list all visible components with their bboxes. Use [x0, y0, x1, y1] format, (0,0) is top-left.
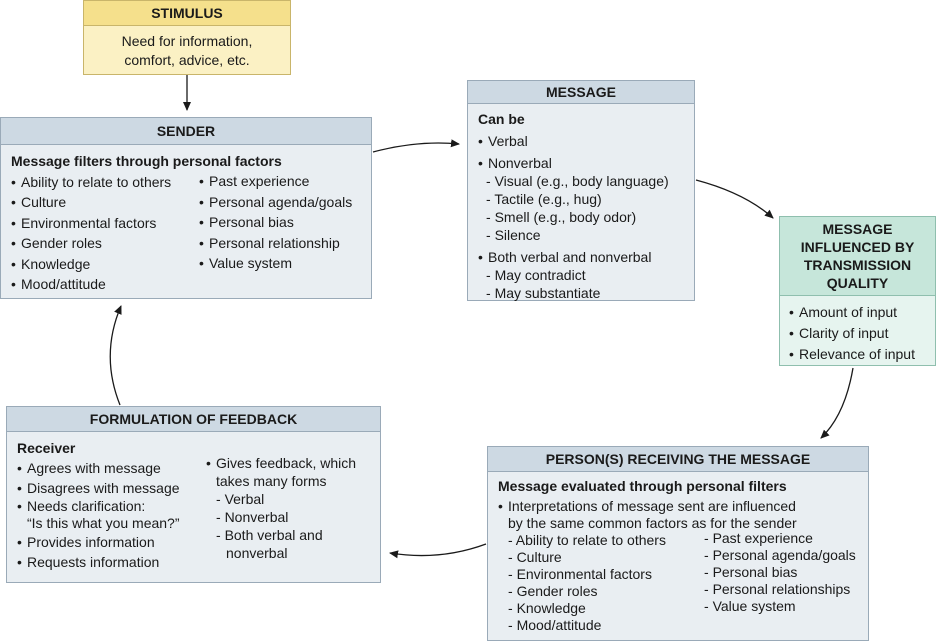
- list-item: Relevance of input: [789, 344, 935, 365]
- sender-factors-col2: Past experience Personal agenda/goals Pe…: [199, 171, 352, 274]
- list-subitem: Personal relationships: [694, 581, 856, 598]
- receiving-title: PERSON(S) RECEIVING THE MESSAGE: [488, 447, 868, 472]
- transmission-title-line: QUALITY: [826, 275, 889, 291]
- receiving-factors-col2: Past experience Personal agenda/goals Pe…: [694, 530, 856, 615]
- receiving-intro: Interpretations of message sent are infl…: [498, 498, 868, 532]
- stimulus-text-line1: Need for information,: [121, 33, 253, 49]
- list-item: Mood/attitude: [11, 274, 371, 295]
- list-item: Culture: [11, 192, 371, 213]
- feedback-title: FORMULATION OF FEEDBACK: [7, 407, 380, 432]
- list-item-continued: takes many forms: [216, 473, 327, 489]
- message-subtitle: Can be: [478, 111, 525, 127]
- receiving-factors-col1: Ability to relate to others Culture Envi…: [498, 532, 868, 634]
- list-item: Value system: [199, 253, 352, 274]
- list-subitem: Nonverbal: [206, 508, 356, 526]
- list-item: Interpretations of message sent are infl…: [498, 498, 868, 515]
- list-subitem: Culture: [498, 549, 868, 566]
- list-item: Personal relationship: [199, 233, 352, 254]
- arrow-transmission-to-receiving: [820, 367, 854, 439]
- list-item: Disagrees with message: [17, 478, 380, 498]
- list-subitem: Tactile (e.g., hug): [478, 190, 694, 208]
- arrow-message-to-transmission: [695, 179, 774, 219]
- transmission-title: MESSAGE INFLUENCED BY TRANSMISSION QUALI…: [780, 217, 935, 296]
- list-item: Personal agenda/goals: [199, 192, 352, 213]
- list-item: Gives feedback, which: [206, 454, 356, 472]
- arrow-feedback-to-sender: [109, 305, 122, 406]
- feedback-responses-list: Agrees with message Disagrees with messa…: [17, 458, 380, 572]
- list-item: Agrees with message: [17, 458, 380, 478]
- sender-title: SENDER: [1, 118, 371, 145]
- list-subitem: May substantiate: [478, 284, 694, 302]
- stimulus-title: STIMULUS: [84, 1, 290, 26]
- list-item-nonverbal: Nonverbal: [478, 154, 694, 172]
- list-item-continued: by the same common factors as for the se…: [508, 515, 797, 531]
- list-subitem: Verbal: [206, 490, 356, 508]
- list-subitem: Both verbal and: [206, 526, 356, 544]
- list-subitem: Mood/attitude: [498, 617, 868, 634]
- list-item: Ability to relate to others: [11, 172, 371, 193]
- list-subitem: Smell (e.g., body odor): [478, 208, 694, 226]
- list-subitem: Personal bias: [694, 564, 856, 581]
- feedback-box: FORMULATION OF FEEDBACK Receiver Agrees …: [6, 406, 381, 583]
- arrow-receiving-to-feedback: [389, 543, 487, 559]
- list-item: Clarity of input: [789, 323, 935, 344]
- list-subitem: Silence: [478, 226, 694, 244]
- sender-box: SENDER Message filters through personal …: [0, 117, 372, 299]
- list-item: Needs clarification:: [17, 498, 380, 515]
- message-box: MESSAGE Can be Verbal Nonverbal Visual (…: [467, 80, 695, 301]
- list-item: Personal bias: [199, 212, 352, 233]
- feedback-forms-list: Gives feedback, which takes many forms V…: [206, 454, 356, 562]
- transmission-title-line: MESSAGE: [822, 221, 893, 237]
- list-item: Knowledge: [11, 254, 371, 275]
- list-subitem-continued: nonverbal: [226, 545, 288, 561]
- list-subitem: Environmental factors: [498, 566, 868, 583]
- list-subitem: Personal agenda/goals: [694, 547, 856, 564]
- sender-subtitle: Message filters through personal factors: [11, 153, 282, 169]
- list-item: Gender roles: [11, 233, 371, 254]
- list-item: Environmental factors: [11, 213, 371, 234]
- transmission-title-line: TRANSMISSION: [803, 257, 912, 273]
- stimulus-text-line2: comfort, advice, etc.: [124, 52, 250, 68]
- transmission-list: Amount of input Clarity of input Relevan…: [789, 302, 935, 365]
- message-types-list: Verbal Nonverbal Visual (e.g., body lang…: [478, 132, 694, 302]
- list-subitem: Past experience: [694, 530, 856, 547]
- list-item: Provides information: [17, 532, 380, 552]
- list-item: Amount of input: [789, 302, 935, 323]
- list-item-both: Both verbal and nonverbal: [478, 248, 694, 266]
- sender-factors-col1: Ability to relate to others Culture Envi…: [11, 172, 371, 295]
- list-subitem: Visual (e.g., body language): [478, 172, 694, 190]
- list-subitem: Knowledge: [498, 600, 868, 617]
- list-item: Requests information: [17, 552, 380, 572]
- arrow-sender-to-message: [372, 139, 460, 153]
- receiving-box: PERSON(S) RECEIVING THE MESSAGE Message …: [487, 446, 869, 641]
- feedback-subtitle: Receiver: [17, 440, 76, 456]
- message-title: MESSAGE: [468, 81, 694, 104]
- list-subitem: May contradict: [478, 266, 694, 284]
- list-subitem: Gender roles: [498, 583, 868, 600]
- list-item-verbal: Verbal: [478, 132, 694, 150]
- transmission-quality-box: MESSAGE INFLUENCED BY TRANSMISSION QUALI…: [779, 216, 936, 366]
- list-subitem: Value system: [694, 598, 856, 615]
- list-subitem: Ability to relate to others: [498, 532, 868, 549]
- list-item-continued: “Is this what you mean?”: [27, 515, 180, 531]
- transmission-title-line: INFLUENCED BY: [800, 239, 915, 255]
- list-item: Past experience: [199, 171, 352, 192]
- stimulus-box: STIMULUS Need for information, comfort, …: [83, 0, 291, 75]
- receiving-subtitle: Message evaluated through personal filte…: [498, 478, 787, 494]
